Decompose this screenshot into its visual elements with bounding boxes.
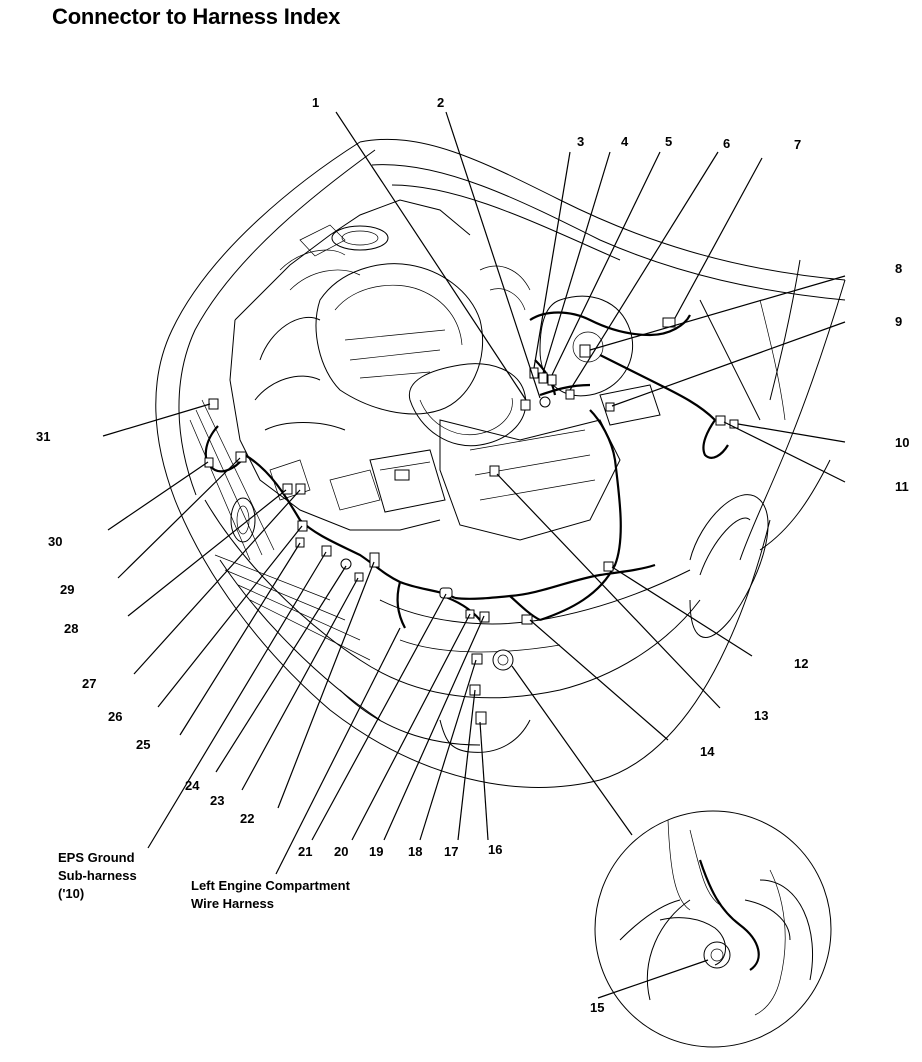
callout-21: 21: [298, 844, 312, 859]
eps-ground-line-1: EPS Ground: [58, 850, 135, 865]
connector-5: [547, 374, 557, 386]
callout-14: 14: [700, 744, 715, 759]
callout-6: 6: [723, 136, 730, 151]
callout-12: 12: [794, 656, 808, 671]
connector-23: [340, 558, 352, 570]
callout-27: 27: [82, 676, 96, 691]
callout-11: 11: [895, 479, 909, 494]
callout-22: 22: [240, 811, 254, 826]
eps-ground-line-2: Sub-harness: [58, 868, 137, 883]
left-engine-harness-caption: Left Engine Compartment Wire Harness: [191, 877, 350, 913]
eps-ground-caption: EPS Ground Sub-harness ('10): [58, 849, 137, 903]
callout-7: 7: [794, 137, 801, 152]
connector-16: [475, 711, 487, 725]
callout-8: 8: [895, 261, 902, 276]
car-body-outline: [155, 138, 846, 788]
connector-22: [354, 572, 364, 582]
connector-2: [539, 396, 551, 408]
left-engine-line-2: Wire Harness: [191, 896, 274, 911]
callout-3: 3: [577, 134, 584, 149]
connector-17: [471, 653, 483, 665]
connector-4: [538, 372, 548, 384]
eps-ground-line-3: ('10): [58, 886, 85, 901]
connector-26: [297, 520, 308, 532]
connector-14: [521, 614, 533, 625]
callout-2: 2: [437, 95, 444, 110]
callout-31: 31: [36, 429, 50, 444]
callout-26: 26: [108, 709, 122, 724]
callout-13: 13: [754, 708, 768, 723]
connector-30: [204, 457, 214, 468]
connector-1: [520, 399, 531, 411]
callout-25: 25: [136, 737, 150, 752]
connector-13: [489, 465, 500, 477]
connector-9: [605, 402, 615, 412]
callout-16: 16: [488, 842, 502, 857]
connector-11: [715, 415, 726, 426]
connector-25: [295, 537, 305, 548]
detail-inset: [594, 810, 832, 1048]
connectors: [204, 317, 739, 725]
callout-5: 5: [665, 134, 672, 149]
leader-lines: [102, 111, 846, 999]
callout-29: 29: [60, 582, 74, 597]
callout-15: 15: [590, 1000, 604, 1015]
callout-4: 4: [621, 134, 629, 149]
connector-20: [439, 587, 453, 599]
callout-18: 18: [408, 844, 422, 859]
page-title: Connector to Harness Index: [52, 4, 341, 29]
engine-bay: [229, 199, 661, 541]
connector-18: [479, 611, 490, 623]
callout-24: 24: [185, 778, 200, 793]
connector-12: [603, 561, 614, 572]
callout-30: 30: [48, 534, 62, 549]
callout-numbers: 1 2 3 4 5 6 7 8 9 10 11 12 13 14 15 16 1…: [36, 95, 909, 1015]
connector-8: [579, 344, 591, 358]
callout-9: 9: [895, 314, 902, 329]
callout-28: 28: [64, 621, 78, 636]
callout-1: 1: [312, 95, 319, 110]
callout-23: 23: [210, 793, 224, 808]
connector-31: [208, 398, 219, 410]
callout-17: 17: [444, 844, 458, 859]
wire-harness-routes: [204, 311, 729, 629]
connector-27: [295, 483, 306, 495]
callout-19: 19: [369, 844, 383, 859]
connector-28: [282, 483, 293, 495]
callout-10: 10: [895, 435, 909, 450]
connector-21: [369, 552, 380, 568]
connector-15: [492, 649, 514, 671]
connector-6: [565, 389, 575, 400]
left-engine-line-1: Left Engine Compartment: [191, 878, 350, 893]
connector-29: [235, 451, 247, 463]
callout-20: 20: [334, 844, 348, 859]
connector-24: [321, 545, 332, 557]
